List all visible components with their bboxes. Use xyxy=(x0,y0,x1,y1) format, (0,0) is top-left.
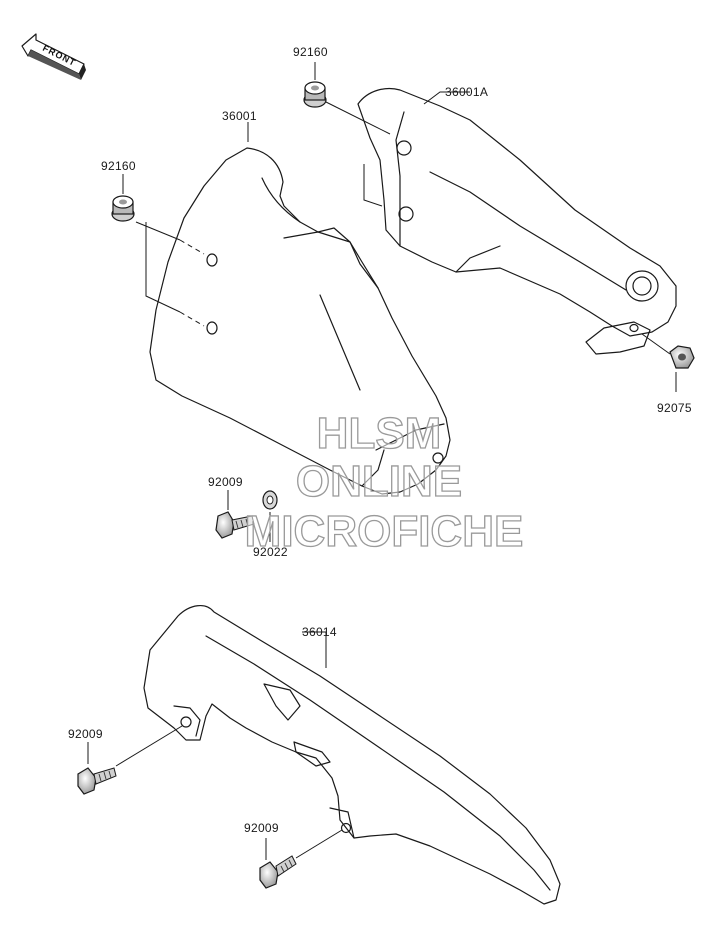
side-cover-36001 xyxy=(149,147,451,495)
watermark-line-1: HLSM xyxy=(317,409,442,458)
label-36001: 36001 xyxy=(222,109,257,123)
chain-cover-36014 xyxy=(143,605,561,905)
front-arrow-icon: FRONT xyxy=(21,33,86,80)
watermark: HLSM ONLINE MICROFICHE xyxy=(244,408,524,556)
inner-guard-36001A xyxy=(357,87,677,355)
label-92022: 92022 xyxy=(253,545,288,559)
label-92160-left: 92160 xyxy=(101,159,136,173)
watermark-line-2: ONLINE xyxy=(296,457,462,506)
label-92009-lower-left: 92009 xyxy=(68,727,103,741)
nut-92075 xyxy=(669,345,695,369)
label-92009-upper: 92009 xyxy=(208,475,243,489)
label-36001A: 36001A xyxy=(445,85,488,99)
grommet-92160-top xyxy=(303,81,327,108)
label-92160-top: 92160 xyxy=(293,45,328,59)
bolt-92009-lower-bottom xyxy=(259,855,297,889)
bolt-92009-lower-left xyxy=(77,767,117,795)
leader-lines xyxy=(87,62,677,860)
washer-92022 xyxy=(262,490,278,510)
watermark-line-3: MICROFICHE xyxy=(245,507,524,556)
bolt-92009-upper xyxy=(215,511,255,539)
label-92009-lower-bottom: 92009 xyxy=(244,821,279,835)
label-36014: 36014 xyxy=(302,625,337,639)
label-92075: 92075 xyxy=(657,401,692,415)
grommet-92160-left xyxy=(111,195,135,222)
part-labels: 92160 36001A 36001 92160 92075 92009 920… xyxy=(68,45,692,835)
